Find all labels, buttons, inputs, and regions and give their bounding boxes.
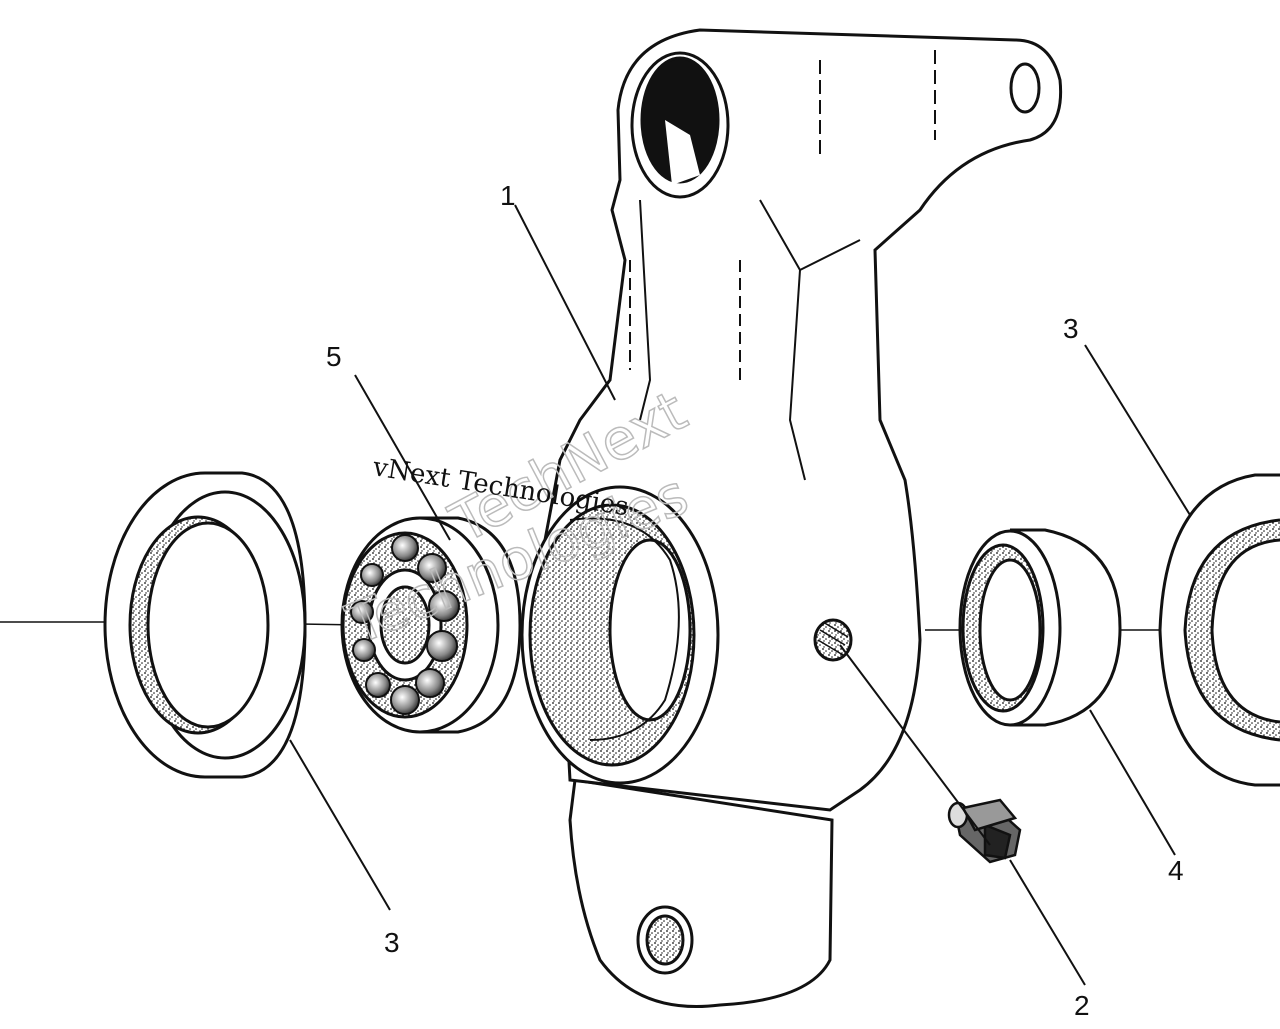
callout-race: 4 <box>1168 855 1184 886</box>
callout-seal-right: 3 <box>1063 313 1079 344</box>
grease-fitting <box>947 798 1022 864</box>
callout-seal-left: 3 <box>384 927 400 958</box>
callout-grease-fitting: 2 <box>1074 990 1090 1021</box>
seal-right <box>1158 473 1280 787</box>
bearing-race <box>958 528 1122 727</box>
leader-lines <box>289 204 1191 986</box>
steering-knuckle <box>520 28 1063 1009</box>
ball-bearing <box>340 516 522 734</box>
seal-left <box>103 471 307 779</box>
callout-knuckle: 1 <box>500 180 516 211</box>
bearing-balls <box>350 534 460 715</box>
callout-bearing: 5 <box>326 341 342 372</box>
callouts: 1 5 3 3 4 2 <box>326 180 1184 1021</box>
